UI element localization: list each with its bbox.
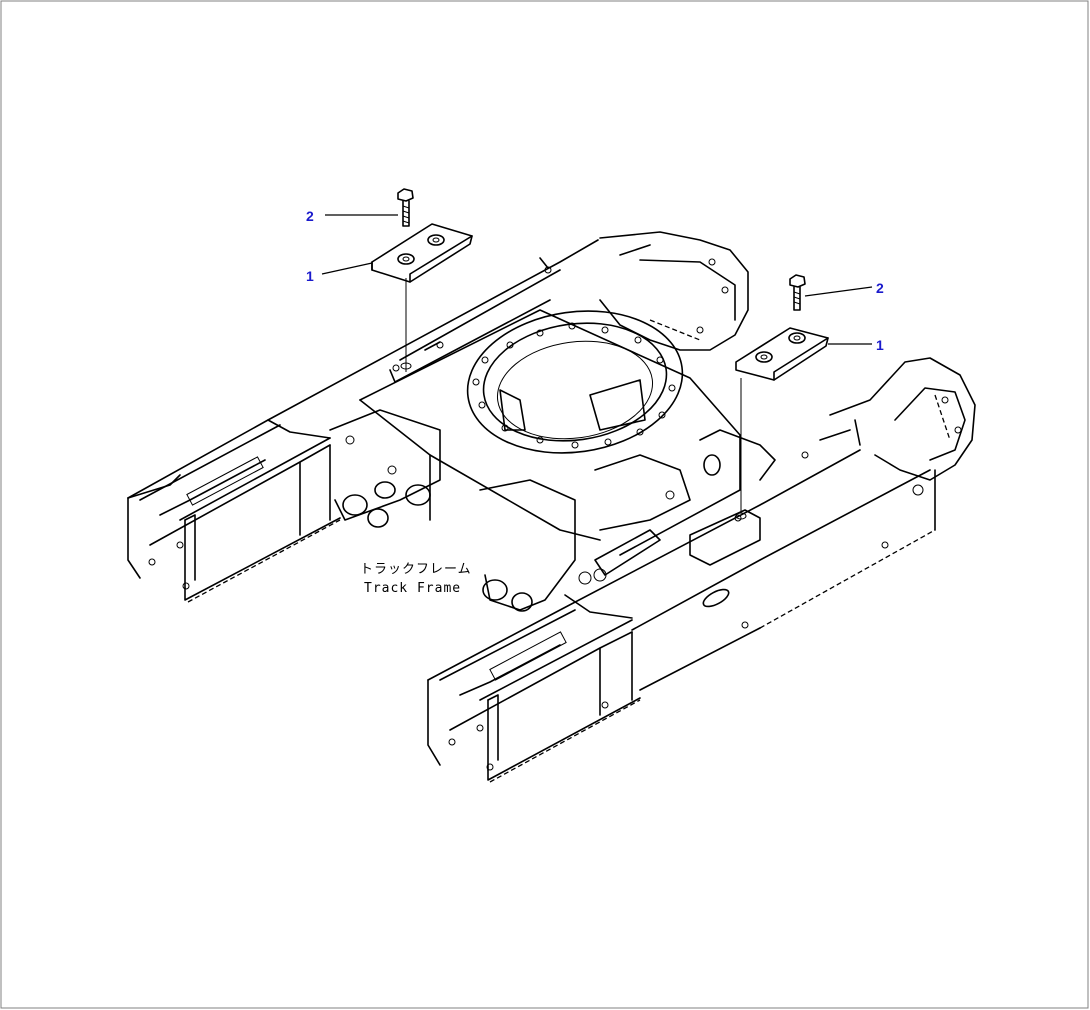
left-final-drive-housing <box>599 231 749 351</box>
callout-left-plate[interactable]: 1 <box>306 268 314 284</box>
swing-circle <box>466 310 684 454</box>
caption-track-frame-jp: トラックフレーム <box>360 562 472 577</box>
center-body <box>329 309 776 612</box>
right-cover-plate <box>735 327 829 381</box>
callout-right-bolt[interactable]: 2 <box>876 280 884 296</box>
caption-track-frame-en: Track Frame <box>364 581 461 596</box>
left-side-frame <box>127 239 599 603</box>
track-frame-drawing <box>127 231 976 783</box>
callout-left-bolt[interactable]: 2 <box>306 208 314 224</box>
leader-right-bolt <box>804 286 873 297</box>
left-bolt <box>397 188 414 227</box>
right-bolt <box>789 274 806 311</box>
left-cover-plate <box>371 223 473 283</box>
right-side-frame <box>427 449 936 783</box>
right-final-drive-housing <box>801 357 976 496</box>
leader-left-plate <box>321 262 373 275</box>
callout-right-plate[interactable]: 1 <box>876 337 884 353</box>
